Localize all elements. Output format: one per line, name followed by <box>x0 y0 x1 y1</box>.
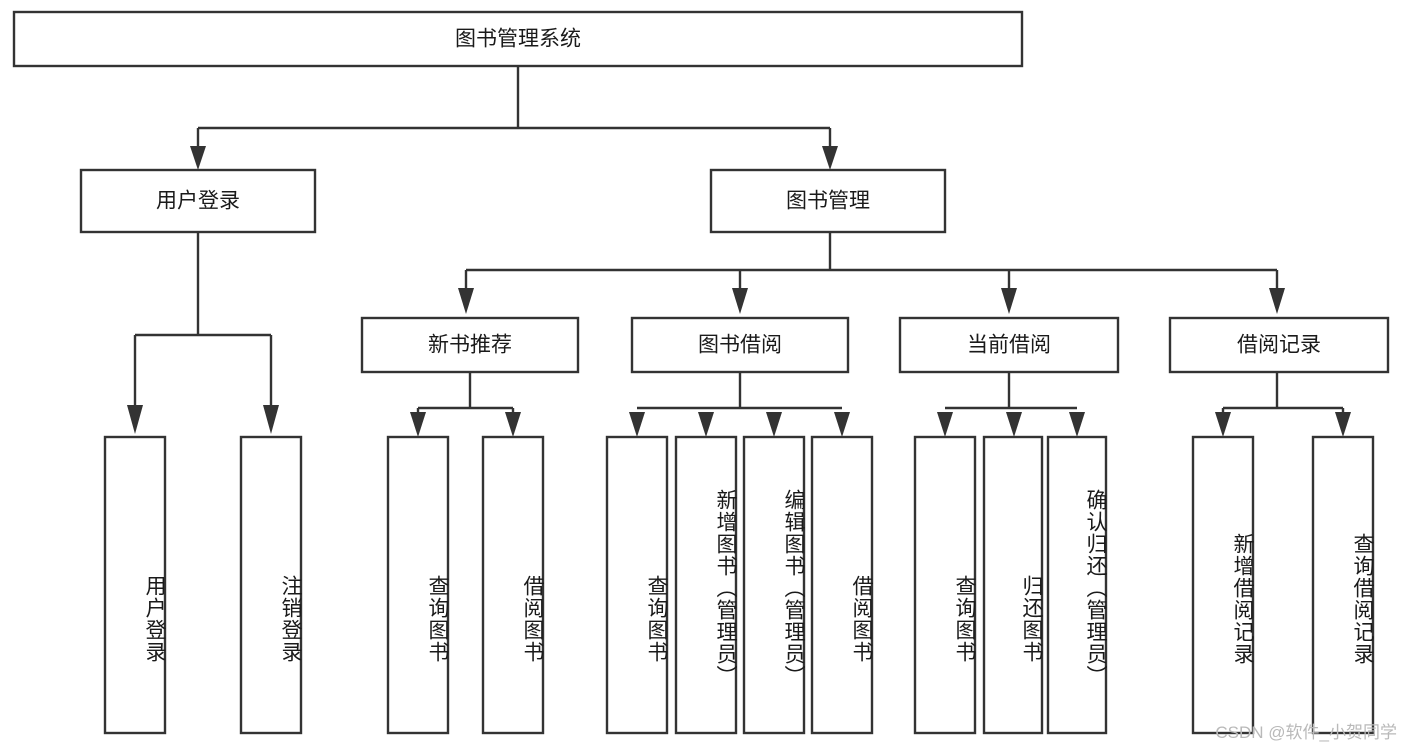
arrow-head-icon <box>127 405 143 434</box>
node-box <box>630 316 850 374</box>
node-leaf-user-login[interactable] <box>103 435 167 735</box>
node-box <box>1168 316 1390 374</box>
node-box <box>898 316 1120 374</box>
node-box <box>674 435 738 735</box>
arrow-head-icon <box>1269 288 1285 314</box>
node-box <box>810 435 874 735</box>
node-leaf-add-book-admin[interactable] <box>674 435 738 735</box>
arrow-head-icon <box>698 412 714 437</box>
arrow-head-icon <box>732 288 748 314</box>
node-book-management[interactable]: 图书管理 <box>709 168 947 234</box>
arrow-head-icon <box>629 412 645 437</box>
node-box <box>709 168 947 234</box>
node-user-login[interactable]: 用户登录 <box>79 168 317 234</box>
node-root-system[interactable]: 图书管理系统 <box>12 10 1024 68</box>
connector-newbook-to-leaves <box>410 372 521 437</box>
arrow-head-icon <box>1001 288 1017 314</box>
node-label: 当前借阅 <box>967 334 1051 357</box>
node-new-book-recommend[interactable]: 新书推荐 <box>360 316 580 374</box>
node-label: 用户登录 <box>156 190 240 213</box>
node-leaf-query-book-recommend[interactable] <box>386 435 450 735</box>
node-leaf-logout[interactable] <box>239 435 303 735</box>
node-label: 借阅记录 <box>1237 334 1321 357</box>
node-leaf-query-borrow-record[interactable] <box>1311 435 1375 735</box>
node-box <box>12 10 1024 68</box>
node-box <box>481 435 545 735</box>
arrow-head-icon <box>410 412 426 437</box>
arrow-head-icon <box>1069 412 1085 437</box>
node-box <box>1311 435 1375 735</box>
node-leaf-add-borrow-record[interactable] <box>1191 435 1255 735</box>
node-box <box>239 435 303 735</box>
arrow-head-icon <box>190 146 206 170</box>
arrow-head-icon <box>263 405 279 434</box>
node-box <box>103 435 167 735</box>
arrow-head-icon <box>458 288 474 314</box>
arrow-head-icon <box>505 412 521 437</box>
node-box <box>386 435 450 735</box>
node-current-borrow[interactable]: 当前借阅 <box>898 316 1120 374</box>
node-box <box>605 435 669 735</box>
node-borrow-record[interactable]: 借阅记录 <box>1168 316 1390 374</box>
node-box <box>982 435 1044 735</box>
connector-borrowrecord-to-leaves <box>1215 372 1351 437</box>
arrow-head-icon <box>937 412 953 437</box>
node-leaf-query-book-current[interactable] <box>913 435 977 735</box>
node-label: 图书管理系统 <box>455 28 581 51</box>
connector-userlogin-to-leaves <box>127 232 279 434</box>
node-leaf-confirm-return-admin[interactable] <box>1046 435 1108 735</box>
arrow-head-icon <box>822 146 838 170</box>
node-leaf-borrow-book[interactable] <box>810 435 874 735</box>
arrow-head-icon <box>1335 412 1351 437</box>
node-box <box>360 316 580 374</box>
node-label: 新书推荐 <box>428 334 512 357</box>
node-box <box>742 435 806 735</box>
node-leaf-edit-book-admin[interactable] <box>742 435 806 735</box>
node-leaf-borrow-book-recommend[interactable] <box>481 435 545 735</box>
node-leaf-query-book-borrow[interactable] <box>605 435 669 735</box>
arrow-head-icon <box>834 412 850 437</box>
node-box <box>1191 435 1255 735</box>
node-book-borrow[interactable]: 图书借阅 <box>630 316 850 374</box>
node-label: 图书管理 <box>786 190 870 213</box>
csdn-watermark: CSDN @软件_小贺同学 <box>1215 723 1397 742</box>
node-box <box>79 168 317 234</box>
arrow-head-icon <box>766 412 782 437</box>
node-leaf-return-book[interactable] <box>982 435 1044 735</box>
node-label: 图书借阅 <box>698 334 782 357</box>
node-box <box>1046 435 1108 735</box>
connector-root-to-level2 <box>190 66 838 170</box>
connector-currentborrow-to-leaves <box>937 372 1085 437</box>
connector-booksystem-to-level3 <box>458 232 1285 314</box>
arrow-head-icon <box>1006 412 1022 437</box>
arrow-head-icon <box>1215 412 1231 437</box>
connector-bookborrow-to-leaves <box>629 372 850 437</box>
node-box <box>913 435 977 735</box>
